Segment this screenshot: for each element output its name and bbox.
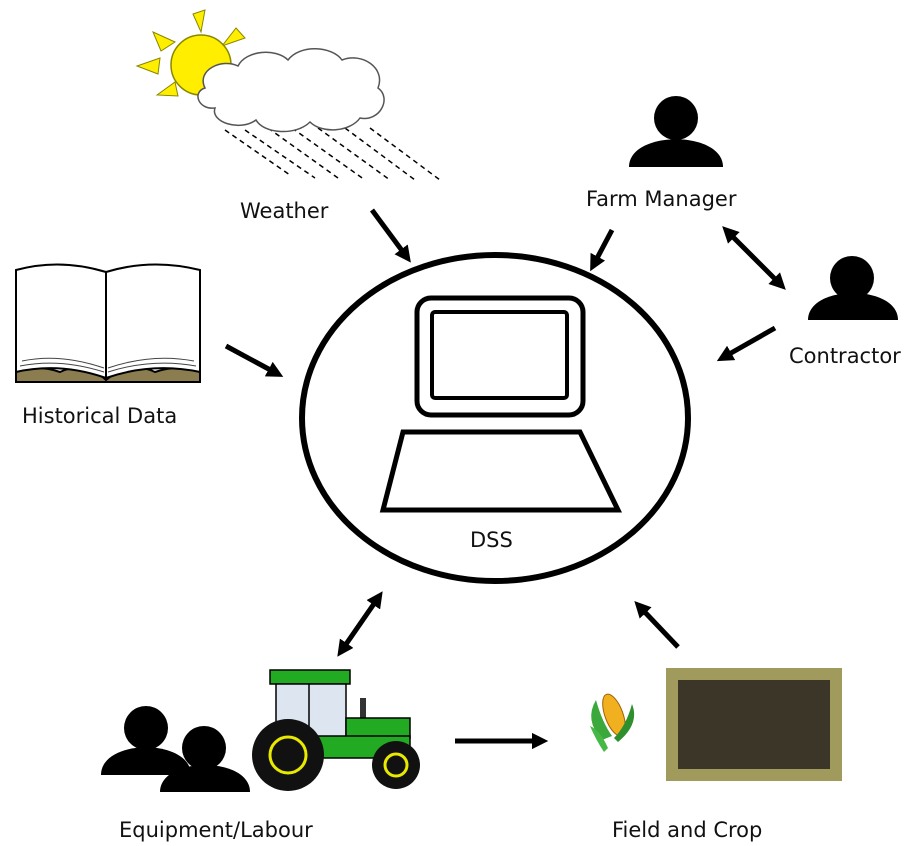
book-icon (15, 263, 201, 383)
historical-data-label: Historical Data (22, 404, 178, 428)
computer-icon (379, 295, 622, 513)
arrows (224, 208, 786, 750)
rain-icon (224, 127, 441, 181)
corn-icon (590, 693, 635, 752)
person-icon (629, 96, 723, 167)
field-icon (666, 668, 842, 781)
cloud-icon (197, 48, 385, 133)
person-icon (160, 726, 250, 792)
dss-label: DSS (470, 528, 513, 552)
tractor-icon (252, 669, 420, 791)
arrow-farm-manager-contractor (722, 226, 786, 290)
arrow-history-to-dss (224, 343, 284, 377)
farm-manager-label: Farm Manager (586, 187, 737, 211)
field-and-crop-label: Field and Crop (612, 818, 763, 842)
person-icon (808, 256, 898, 320)
weather-label: Weather (240, 199, 329, 223)
arrow-field-to-dss (634, 601, 680, 649)
equipment-labour-label: Equipment/Labour (119, 818, 313, 842)
person-icon (101, 706, 191, 775)
arrow-farm-manager-to-dss (590, 228, 615, 272)
contractor-label: Contractor (789, 344, 901, 368)
arrow-contractor-to-dss (716, 325, 777, 362)
arrow-equipment-dss (337, 591, 383, 657)
arrow-weather-to-dss (369, 208, 411, 263)
